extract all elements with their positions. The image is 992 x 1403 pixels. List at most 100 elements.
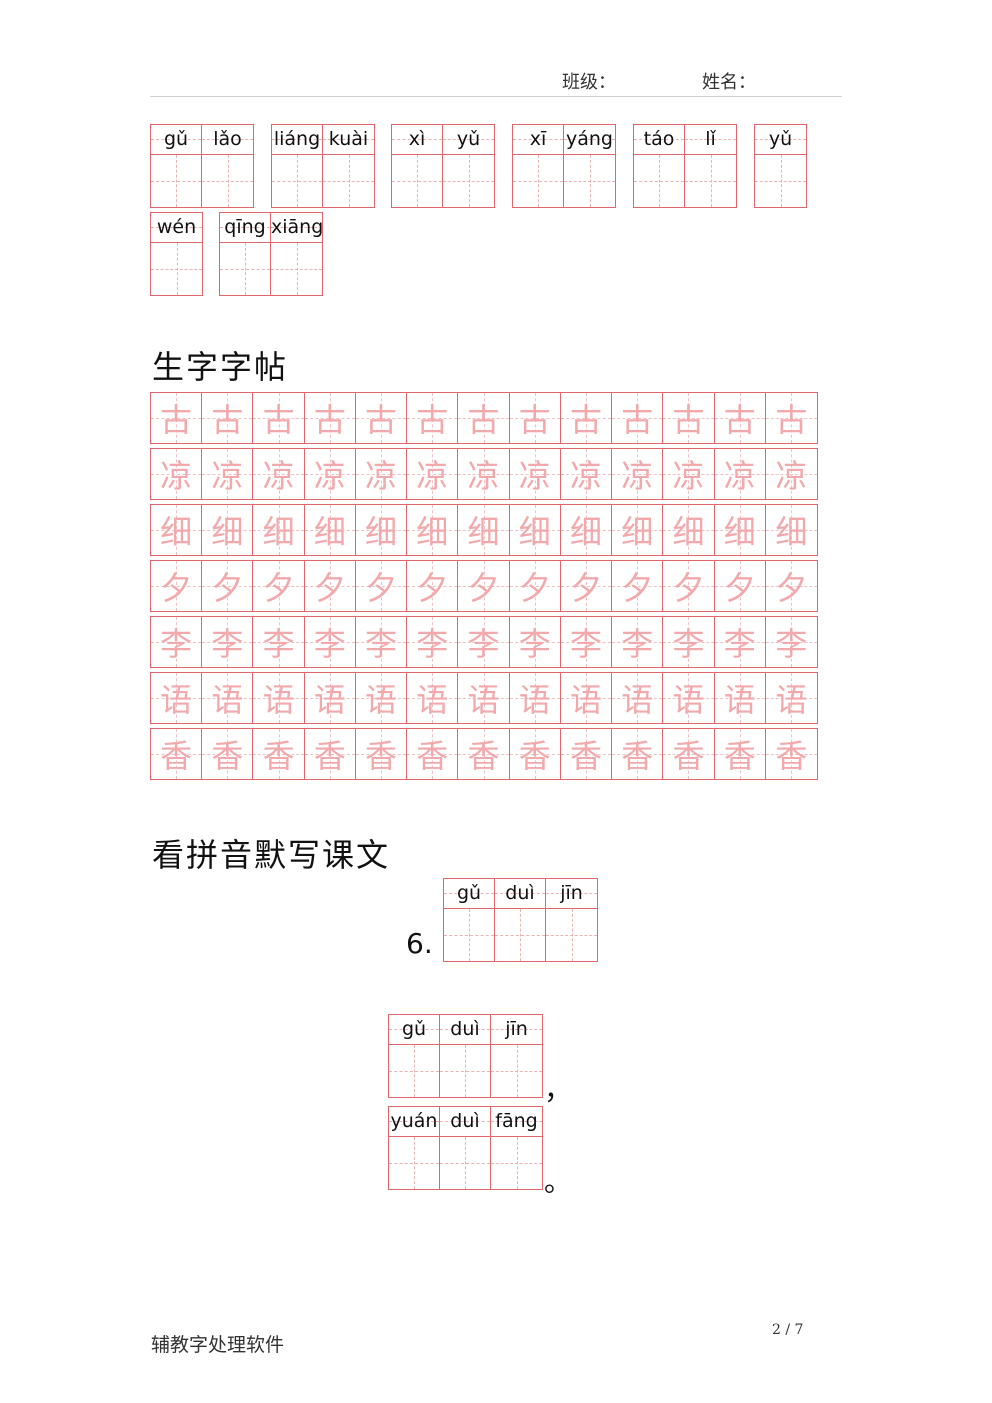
practice-row: 语语语语语语语语语语语语语 [150,672,818,724]
tracing-char: 语 [518,681,551,719]
practice-cell: 语 [560,673,613,723]
name-label: 姓名： [702,72,756,93]
practice-cell: 语 [355,673,408,723]
practice-cell: 细 [560,505,613,555]
practice-cell: 细 [714,505,766,555]
practice-cell: 凉 [560,449,613,499]
practice-row: 香香香香香香香香香香香香香 [150,728,818,780]
tracing-char: 李 [313,625,346,663]
practice-cell: 凉 [253,449,305,499]
tracing-char: 细 [467,513,500,551]
tracing-char: 李 [160,625,193,663]
practice-cell: 细 [304,505,356,555]
pinyin: xiāng [271,216,324,238]
tracing-char: 凉 [160,457,193,495]
section-title-dictation: 看拼音默写课文 [152,836,391,874]
tracing-char: 凉 [621,457,654,495]
word-cell: fāng [491,1107,542,1189]
tracing-char: 香 [416,737,449,775]
practice-cell: 李 [509,617,561,667]
tracing-char: 夕 [621,569,654,607]
tracing-char: 夕 [416,569,449,607]
word-cell: duì [495,879,546,961]
tracing-char: 香 [211,737,244,775]
pinyin: kuài [328,128,369,150]
word-cell: jīn [491,1015,542,1097]
tracing-char: 夕 [569,569,602,607]
practice-cell: 语 [407,673,459,723]
practice-cell: 香 [714,729,766,779]
word-cell: qīng [220,213,271,295]
practice-cell: 古 [458,393,510,443]
practice-cell: 凉 [714,449,766,499]
tracing-char: 语 [467,681,500,719]
practice-row: 夕夕夕夕夕夕夕夕夕夕夕夕夕 [150,560,818,612]
practice-cell: 古 [612,393,664,443]
tracing-char: 细 [211,513,244,551]
practice-cell: 香 [355,729,408,779]
pinyin: duì [450,1018,480,1040]
tracing-char: 细 [262,513,295,551]
practice-cell: 夕 [560,561,613,611]
practice-cell: 古 [253,393,305,443]
practice-cell: 夕 [458,561,510,611]
class-label: 班级： [562,72,616,93]
practice-cell: 凉 [151,449,203,499]
pinyin: lǎo [213,128,242,150]
word-cell: lǎo [202,125,253,207]
pinyin: liáng [273,128,321,150]
pinyin: xī [529,128,547,150]
tracing-char: 香 [672,737,705,775]
practice-cell: 凉 [407,449,459,499]
tracing-char: 语 [416,681,449,719]
tracing-char: 凉 [211,457,244,495]
practice-cell: 语 [714,673,766,723]
tracing-char: 香 [723,737,756,775]
tracing-char: 语 [621,681,654,719]
dictation-box: yuán duì fāng [388,1106,543,1190]
tracing-char: 夕 [211,569,244,607]
practice-cell: 夕 [509,561,561,611]
tracing-char: 语 [672,681,705,719]
practice-cell: 古 [509,393,561,443]
word-cell: wén [151,213,202,295]
practice-cell: 细 [458,505,510,555]
practice-cell: 凉 [509,449,561,499]
tracing-char: 古 [723,401,756,439]
tracing-char: 香 [775,737,808,775]
dictation-box: gǔ duì jīn [388,1014,543,1098]
tracing-char: 古 [313,401,346,439]
tracing-char: 李 [621,625,654,663]
word-cell: yǔ [443,125,494,207]
practice-cell: 夕 [765,561,818,611]
pinyin: gǔ [163,128,189,150]
tracing-char: 香 [160,737,193,775]
pinyin: duì [505,882,535,904]
tracing-char: 凉 [313,457,346,495]
word-cell: yáng [564,125,615,207]
practice-cell: 凉 [355,449,408,499]
tracing-char: 李 [569,625,602,663]
tracing-char: 李 [262,625,295,663]
practice-cell: 李 [355,617,408,667]
tracing-char: 夕 [262,569,295,607]
section-title-practice: 生字字帖 [152,348,289,386]
tracing-char: 李 [518,625,551,663]
practice-cell: 香 [509,729,561,779]
practice-row: 凉凉凉凉凉凉凉凉凉凉凉凉凉 [150,448,818,500]
word-box: qīng xiāng [219,212,323,296]
practice-cell: 细 [407,505,459,555]
tracing-char: 夕 [467,569,500,607]
practice-cell: 语 [612,673,664,723]
practice-cell: 细 [151,505,203,555]
word-box: xì yǔ [391,124,495,208]
tracing-char: 细 [672,513,705,551]
tracing-char: 香 [313,737,346,775]
tracing-char: 凉 [723,457,756,495]
practice-cell: 夕 [407,561,459,611]
practice-cell: 语 [458,673,510,723]
tracing-char: 李 [723,625,756,663]
period-mark: 。 [544,1165,573,1198]
practice-cell: 语 [253,673,305,723]
word-cell: liáng [272,125,323,207]
